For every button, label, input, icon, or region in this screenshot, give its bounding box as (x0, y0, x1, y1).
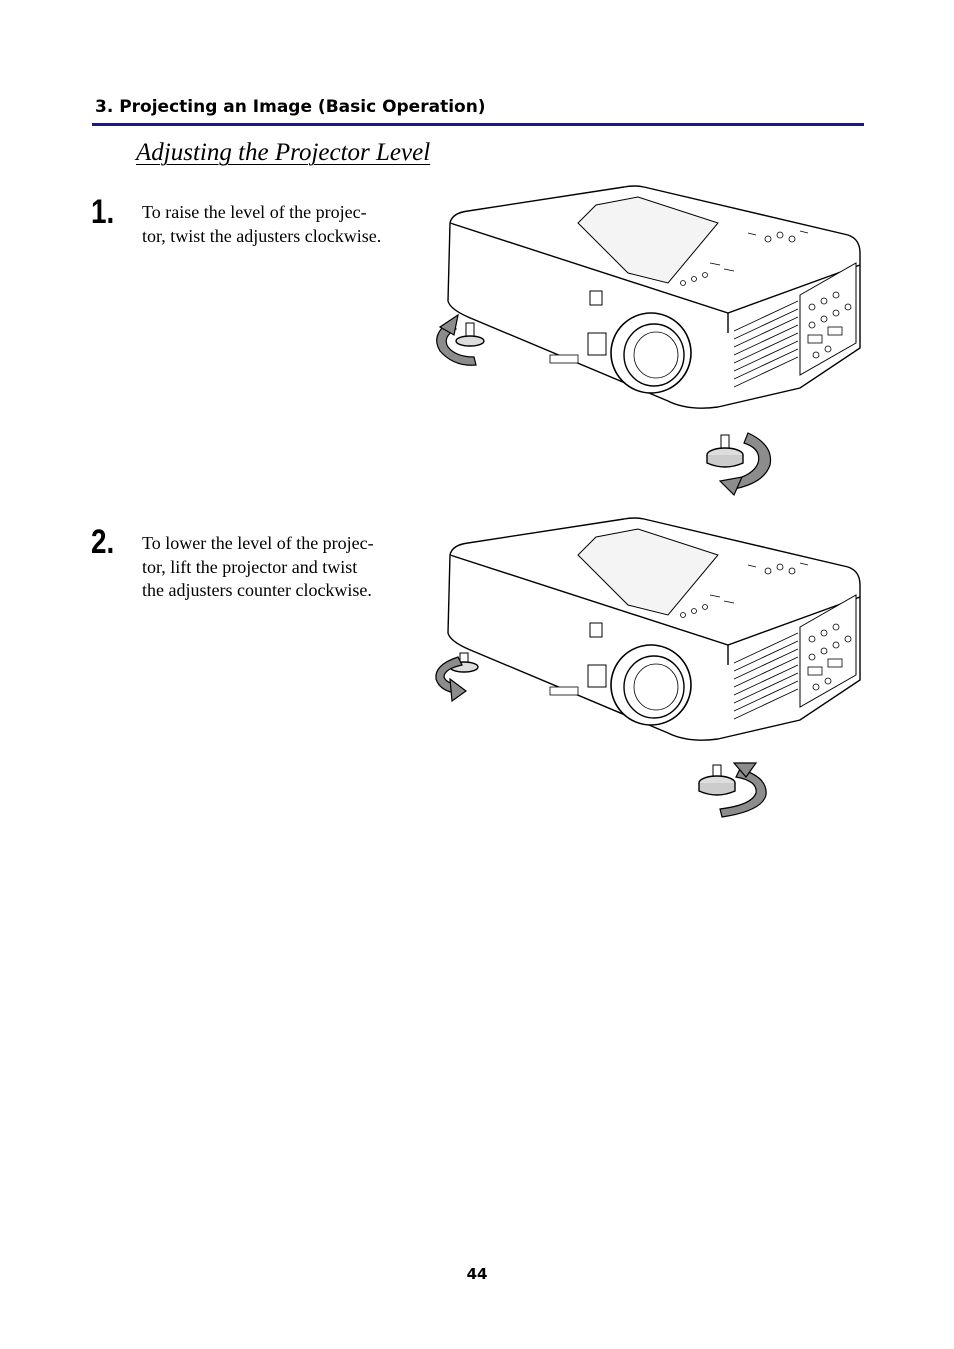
step-2-line-2: tor, lift the projector and twist (142, 556, 358, 577)
projector-raise-adjusters-illustration (436, 185, 861, 497)
step-1-line-1: To raise the level of the projec- (142, 202, 367, 222)
step-2-number: 2. (91, 523, 115, 561)
step-1-number: 1. (91, 193, 115, 231)
header-rule (92, 123, 864, 126)
step-1-text: To raise the level of the projec- tor, t… (142, 201, 422, 248)
step-1-line-2: tor, twist the adjusters clockwise. (142, 225, 382, 246)
projector-lower-adjusters-illustration (435, 517, 861, 818)
step-2-text: To lower the level of the projec- tor, l… (142, 532, 422, 603)
page-heading: Adjusting the Projector Level (136, 139, 431, 166)
step-2-line-3: the adjusters counter clockwise. (142, 580, 372, 600)
step-2-line-1: To lower the level of the projec- (142, 533, 374, 553)
page-number: 44 (466, 1265, 488, 1283)
section-title: 3. Projecting an Image (Basic Operation) (95, 97, 486, 117)
